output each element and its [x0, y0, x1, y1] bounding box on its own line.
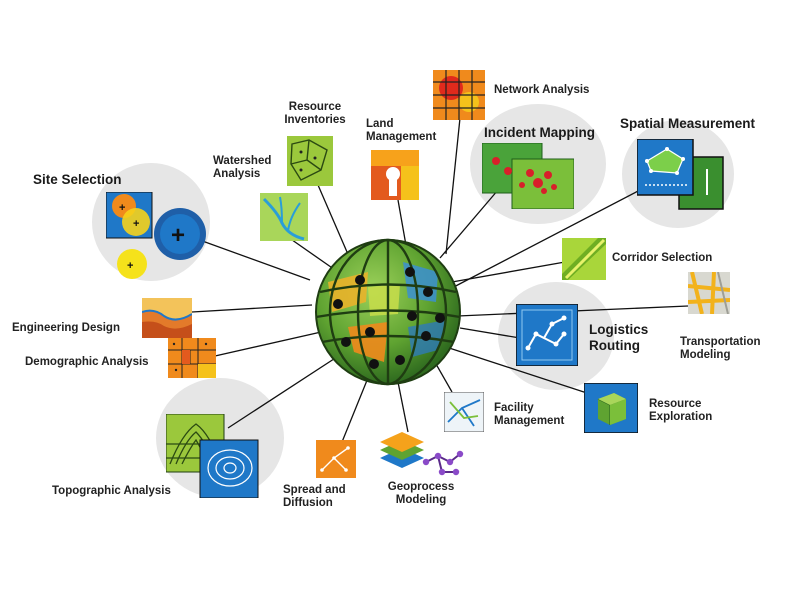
geoprocess-modeling-icon [380, 432, 464, 476]
geoprocess-modeling-label: Geoprocess Modeling [387, 481, 455, 506]
topographic-analysis-icon [166, 414, 259, 498]
svg-text:+: + [119, 202, 125, 214]
spatial-measurement-icon [637, 139, 724, 210]
transportation-modeling-icon [688, 272, 730, 314]
demographic-analysis-label: Demographic Analysis [25, 356, 149, 368]
network-analysis-label: Network Analysis [494, 84, 590, 96]
spread-and-diffusion-label: Spread and Diffusion [283, 484, 346, 509]
resource-exploration-icon [584, 383, 638, 433]
svg-text:+: + [127, 260, 133, 272]
demographic-analysis-icon [168, 338, 216, 378]
land-management-icon [371, 150, 419, 200]
engineering-design-label: Engineering Design [12, 322, 120, 334]
resource-inventories-label: Resource Inventories [284, 101, 346, 126]
resource-exploration-label: Resource Exploration [649, 398, 713, 423]
spread-and-diffusion-icon [316, 440, 356, 478]
transportation-modeling-label: Transportation Modeling [680, 336, 761, 361]
facility-management-label: Facility Management [494, 402, 565, 427]
site-selection-icon: + + + + [106, 192, 206, 279]
facility-management-icon [444, 392, 484, 432]
logistics-routing-icon [516, 304, 578, 366]
logistics-routing-label: Logistics Routing [589, 322, 649, 353]
watershed-analysis-label: Watershed Analysis [213, 155, 272, 180]
corridor-selection-label: Corridor Selection [612, 252, 713, 264]
topographic-analysis-label: Topographic Analysis [52, 485, 171, 497]
corridor-selection-icon [562, 238, 606, 280]
incident-mapping-icon [482, 143, 574, 209]
spatial-measurement-label: Spatial Measurement [620, 116, 756, 131]
incident-mapping-label: Incident Mapping [484, 125, 595, 140]
land-management-label: Land Management [366, 118, 437, 143]
svg-text:+: + [171, 222, 185, 249]
network-analysis-icon [433, 70, 485, 120]
resource-inventories-icon [287, 136, 333, 186]
globe-hub-icon [315, 238, 461, 386]
site-selection-label: Site Selection [33, 172, 122, 187]
watershed-analysis-icon [260, 193, 308, 241]
svg-text:+: + [133, 218, 139, 230]
engineering-design-icon [142, 298, 192, 338]
